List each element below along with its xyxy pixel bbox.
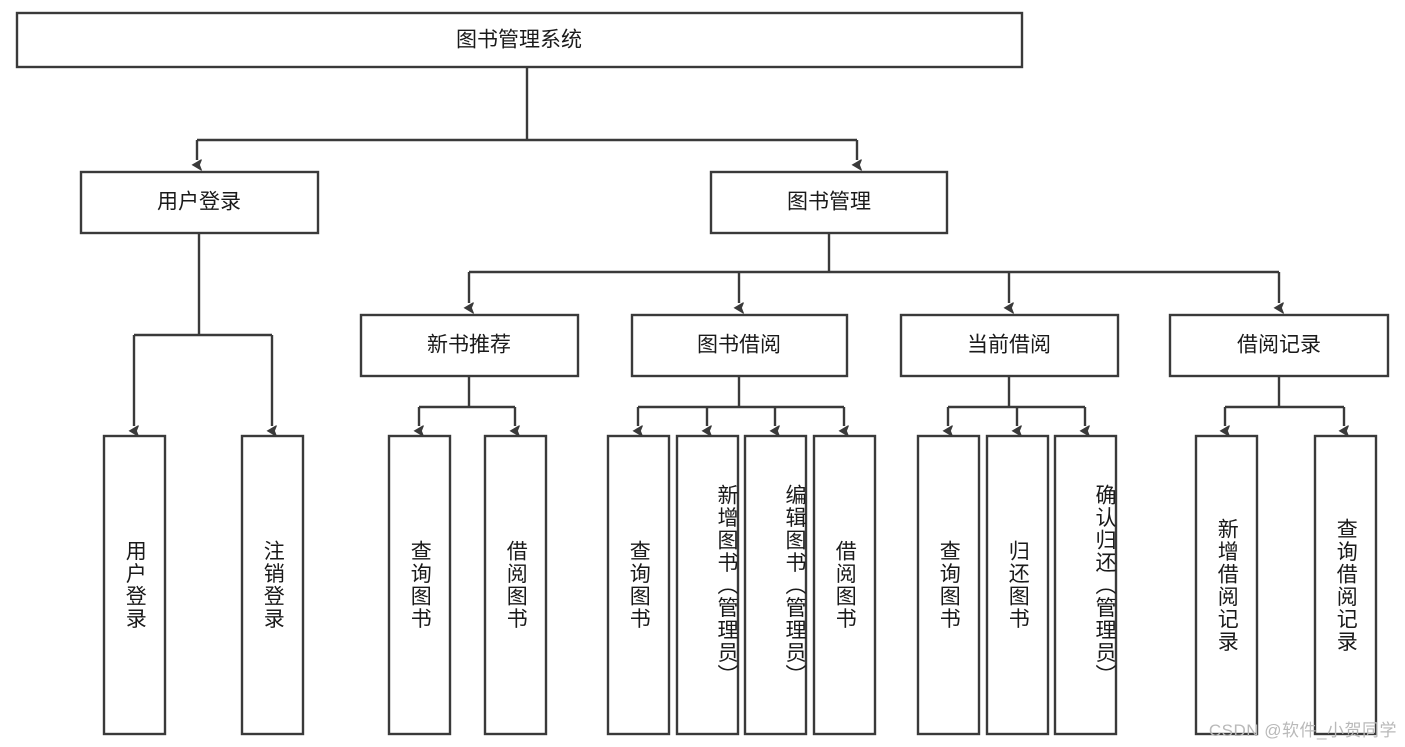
connector-user-login-to-leaves: [134, 233, 272, 426]
node-label-book-manage: 图书管理: [787, 191, 871, 214]
connector-new-book-to-leaves: [419, 376, 515, 426]
node-box-current-borrow[interactable]: [899, 313, 1120, 378]
node-box-user-login[interactable]: [79, 170, 320, 235]
node-label-borrow-record: 借阅记录: [1237, 334, 1321, 357]
node-label-new-book-recommend: 新书推荐: [427, 334, 511, 357]
connector-borrow-record-to-leaves: [1225, 376, 1344, 426]
connector-root-to-level2: [197, 67, 857, 160]
csdn-watermark: CSDN @软件_小贺同学: [1208, 721, 1397, 740]
node-box-book-manage[interactable]: [709, 170, 949, 235]
node-label-root: 图书管理系统: [456, 29, 582, 52]
node-box-leaf-add-book-admin[interactable]: [675, 434, 740, 736]
node-box-book-borrow[interactable]: [630, 313, 849, 378]
node-label-book-borrow: 图书借阅: [697, 334, 781, 357]
node-box-leaf-query-borrow-record[interactable]: [1313, 434, 1378, 736]
node-box-leaf-return-book[interactable]: [985, 434, 1050, 736]
node-box-leaf-user-login[interactable]: [102, 434, 167, 736]
node-box-leaf-borrow-book-2[interactable]: [812, 434, 877, 736]
node-box-leaf-borrow-book-1[interactable]: [483, 434, 548, 736]
node-box-leaf-edit-book-admin[interactable]: [743, 434, 808, 736]
node-box-leaf-confirm-return-admin[interactable]: [1053, 434, 1118, 736]
node-box-new-book-recommend[interactable]: [359, 313, 580, 378]
node-box-leaf-logout[interactable]: [240, 434, 305, 736]
connector-current-borrow-to-leaves: [948, 376, 1085, 426]
node-box-borrow-record[interactable]: [1168, 313, 1390, 378]
node-box-leaf-query-book-3[interactable]: [916, 434, 981, 736]
node-box-leaf-query-book-1[interactable]: [387, 434, 452, 736]
node-label-user-login: 用户登录: [157, 191, 241, 214]
node-box-root[interactable]: [15, 11, 1024, 69]
connector-book-manage-to-level3: [469, 233, 1279, 303]
node-box-leaf-add-borrow-record[interactable]: [1194, 434, 1259, 736]
connector-book-borrow-to-leaves: [638, 376, 844, 426]
node-label-current-borrow: 当前借阅: [967, 334, 1051, 357]
node-box-leaf-query-book-2[interactable]: [606, 434, 671, 736]
